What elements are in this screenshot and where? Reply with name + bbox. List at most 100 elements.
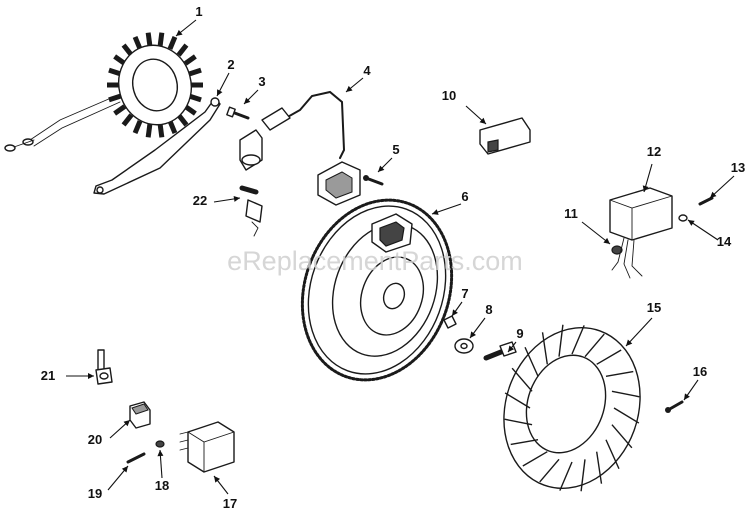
fan-fin: [611, 424, 633, 449]
part-5-screw: [363, 175, 384, 186]
part-3-screw: [226, 106, 250, 120]
callout-arrowhead-1: [176, 29, 183, 36]
callout-label-3: 3: [258, 74, 265, 89]
watermark-text: eReplacementParts.com: [227, 246, 523, 276]
fan-fin: [541, 332, 549, 365]
callout-arrowhead-5: [378, 165, 385, 172]
part-2-bracket: [93, 97, 221, 195]
fan-fin: [596, 349, 622, 365]
fan-fin: [510, 439, 539, 446]
part-16-screw: [665, 400, 684, 413]
fan-fin: [504, 418, 533, 426]
stator-tooth: [121, 113, 134, 127]
callout-arrowhead-4: [346, 85, 353, 92]
callout-arrowhead-18: [157, 450, 164, 457]
callout-label-10: 10: [442, 88, 456, 103]
stator-tooth: [121, 43, 134, 57]
callout-label-15: 15: [647, 300, 661, 315]
part-21-clip: [95, 349, 113, 385]
callout-label-13: 13: [731, 160, 745, 175]
part-13-screw: [698, 196, 714, 206]
callout-arrowhead-22: [233, 195, 240, 202]
callout-label-5: 5: [392, 142, 399, 157]
fan-fin: [524, 346, 539, 377]
callout-label-1: 1: [195, 4, 202, 19]
callout-arrowhead-2: [217, 89, 223, 96]
part-10-connector: [479, 117, 531, 155]
stator-tooth: [167, 120, 178, 134]
stator-tooth: [157, 123, 165, 138]
stator-tooth: [157, 32, 165, 47]
callout-label-7: 7: [461, 286, 468, 301]
fan-fin: [558, 324, 564, 357]
callout-arrowhead-14: [688, 220, 695, 226]
callout-label-19: 19: [88, 486, 102, 501]
part-20-mount: [129, 401, 151, 429]
stator-tooth: [183, 54, 197, 66]
callout-label-9: 9: [516, 326, 523, 341]
fan-fin: [584, 333, 605, 358]
callout-arrowhead-3: [244, 97, 251, 104]
callout-label-6: 6: [461, 189, 468, 204]
callout-arrowhead-21: [88, 373, 94, 379]
callout-arrowhead-20: [123, 420, 130, 427]
stator-tooth: [145, 123, 153, 138]
callout-label-8: 8: [485, 302, 492, 317]
callout-arrowhead-13: [710, 191, 717, 198]
part-18-nut: [155, 440, 165, 448]
fan-fin: [539, 458, 560, 483]
fan-fin: [504, 392, 531, 409]
callout-arrowhead-10: [479, 117, 486, 124]
fan-fin: [559, 461, 573, 491]
callout-arrowhead-19: [121, 466, 128, 473]
stator-tooth: [167, 36, 178, 50]
part-4-ignition-module: [239, 90, 361, 206]
callout-arrowhead-15: [626, 339, 633, 346]
part-9-bolt: [483, 341, 517, 361]
callout-arrowhead-7: [452, 309, 458, 316]
stator-tooth: [188, 93, 202, 103]
stator-tooth: [132, 36, 143, 50]
stator-tooth: [108, 93, 122, 103]
callout-leader-15: [625, 317, 653, 347]
part-1-stator: [4, 32, 203, 152]
callout-label-11: 11: [564, 206, 578, 221]
callout-arrowhead-8: [470, 331, 476, 338]
callout-label-16: 16: [693, 364, 707, 379]
stator-tooth: [176, 113, 189, 127]
fan-fin: [605, 439, 620, 470]
part-7-key: [443, 315, 457, 329]
fan-fin: [571, 325, 585, 355]
stator-tooth: [188, 67, 202, 77]
callout-label-20: 20: [88, 432, 102, 447]
callout-arrowhead-9: [508, 345, 515, 352]
part-6-flywheel: [300, 198, 454, 382]
stator-tooth: [132, 120, 143, 134]
fan-fin: [522, 451, 548, 467]
callout-label-2: 2: [227, 57, 234, 72]
part-19-screw: [126, 452, 146, 464]
fan-fin: [611, 390, 640, 398]
callout-label-17: 17: [223, 496, 237, 511]
stator-tooth: [145, 32, 153, 47]
fan-fin: [605, 370, 634, 377]
callout-label-14: 14: [717, 234, 732, 249]
stator-tooth: [108, 67, 122, 77]
part-11-nut: [611, 245, 623, 255]
fan-fin: [511, 367, 533, 392]
part-8-washer: [454, 338, 474, 354]
part-14-washer: [678, 214, 688, 222]
callout-arrowhead-17: [214, 476, 221, 483]
stator-tooth: [183, 104, 197, 116]
callout-label-4: 4: [363, 63, 371, 78]
stator-tooth: [113, 104, 127, 116]
fan-fin: [595, 451, 603, 484]
stator-tooth: [113, 54, 127, 66]
callout-label-21: 21: [41, 368, 55, 383]
callout-leader-14: [687, 219, 719, 241]
part-15-fan: [503, 324, 641, 492]
stator-tooth: [176, 43, 189, 57]
callout-arrowhead-11: [603, 237, 610, 244]
callout-arrowhead-12: [642, 185, 649, 192]
